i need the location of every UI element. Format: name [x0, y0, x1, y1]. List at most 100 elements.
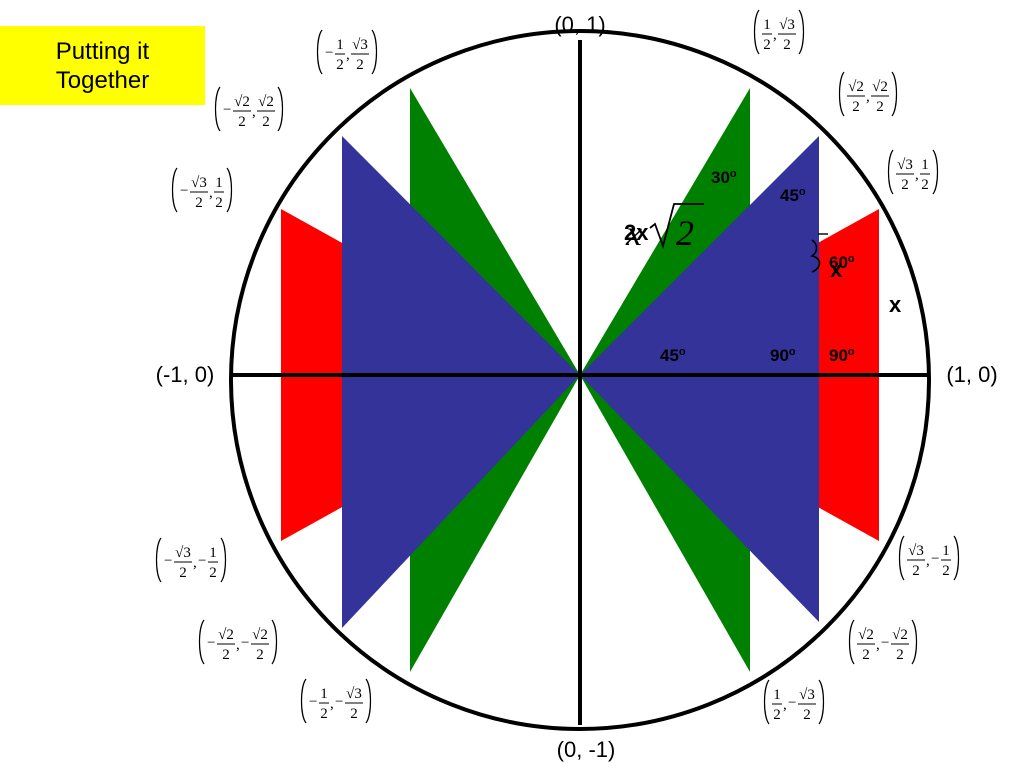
denominator: 2 [256, 647, 264, 663]
denominator: 2 [350, 706, 358, 722]
coordinate-labels: 12,√32√22,√22√32,12−12,√32−√22,√22−√32,1… [155, 9, 960, 725]
sqrt-two-radicand: 2 [676, 213, 694, 253]
comma: , [915, 167, 919, 183]
numerator: 1 [215, 175, 223, 191]
numerator: √3 [897, 157, 913, 173]
numerator: √3 [908, 543, 924, 559]
numerator: 1 [320, 686, 328, 702]
right-paren [277, 86, 284, 132]
left-paren [753, 9, 760, 55]
axis-label-top: (0, 1) [554, 12, 605, 37]
svg-text:45o: 45o [660, 346, 686, 365]
minus-sign: − [309, 694, 317, 710]
numerator: √2 [258, 94, 274, 110]
svg-text:90o: 90o [829, 346, 855, 365]
numerator: √3 [191, 175, 207, 191]
right-paren [271, 619, 278, 665]
numerator: √2 [848, 79, 864, 95]
numerator: 1 [209, 545, 217, 561]
left-paren [898, 535, 905, 581]
denominator: 2 [803, 707, 811, 723]
coordinate-label-q1-30: √32,12 [887, 149, 939, 195]
numerator: √2 [252, 627, 268, 643]
denominator: 2 [209, 565, 217, 581]
minus-sign: − [931, 551, 939, 567]
comma: , [773, 27, 777, 43]
title-line-2: Together [55, 66, 150, 94]
radical-sign [649, 203, 704, 250]
numerator: √3 [175, 545, 191, 561]
coordinate-label-q2-150: −√32,12 [171, 167, 233, 213]
left-paren [887, 149, 894, 195]
numerator: √3 [779, 17, 795, 33]
denominator: 2 [921, 177, 929, 193]
left-paren [300, 678, 307, 724]
left-paren [848, 619, 855, 665]
side-label-x-outer: x [889, 292, 902, 317]
numerator: 1 [942, 543, 950, 559]
minus-sign: − [335, 694, 343, 710]
comma: , [783, 697, 787, 713]
comma: , [252, 104, 256, 120]
left-paren [171, 167, 178, 213]
denominator: 2 [356, 57, 364, 73]
coordinate-label-q2-120: −12,√32 [316, 29, 378, 75]
right-paren [911, 619, 918, 665]
comma: , [209, 185, 213, 201]
left-paren [838, 71, 845, 117]
angle-label-blue-apex: 45o [780, 186, 806, 205]
axis-label-left: (-1, 0) [156, 362, 215, 387]
denominator: 2 [336, 57, 344, 73]
coordinate-label-q4-300: 12,−√32 [763, 679, 825, 725]
numerator: √3 [352, 37, 368, 53]
numerator: 1 [336, 37, 344, 53]
comma: , [193, 555, 197, 571]
comma: , [236, 637, 240, 653]
right-paren [220, 537, 227, 583]
axis-label-right: (1, 0) [946, 362, 997, 387]
minus-sign: − [164, 553, 172, 569]
right-paren [953, 535, 960, 581]
denominator: 2 [195, 195, 203, 211]
numerator: 1 [773, 687, 781, 703]
comma: , [346, 47, 350, 63]
denominator: 2 [901, 177, 909, 193]
svg-text:45o: 45o [780, 186, 806, 205]
side-label-x-inner: x [830, 257, 843, 282]
denominator: 2 [763, 37, 771, 53]
numerator: √2 [872, 79, 888, 95]
minus-sign: − [223, 102, 231, 118]
coordinate-label-q1-60: 12,√32 [753, 9, 805, 55]
right-paren [226, 167, 233, 213]
numerator: 1 [921, 157, 929, 173]
svg-text:30o: 30o [711, 168, 737, 187]
right-paren [365, 678, 372, 724]
numerator: √3 [799, 687, 815, 703]
denominator: 2 [942, 563, 950, 579]
coordinate-label-q3-240: −12,−√32 [300, 678, 372, 724]
left-paren [155, 537, 162, 583]
minus-sign: − [198, 553, 206, 569]
right-paren [798, 9, 805, 55]
comma: , [330, 696, 334, 712]
numerator: √2 [892, 627, 908, 643]
numerator: √3 [346, 686, 362, 702]
svg-text:60o: 60o [829, 253, 855, 272]
side-label-2x: 2x [624, 220, 649, 245]
comma: , [866, 89, 870, 105]
coordinate-label-q4-330: √32,−12 [898, 535, 960, 581]
angle-label-blue-right: 90o [770, 346, 796, 365]
right-paren [371, 29, 378, 75]
minus-sign: − [241, 635, 249, 651]
left-paren [316, 29, 323, 75]
blue-triangles [342, 136, 819, 628]
numerator: 1 [763, 17, 771, 33]
radical-fragment [809, 239, 821, 273]
comma: , [926, 553, 930, 569]
numerator: √2 [218, 627, 234, 643]
denominator: 2 [262, 114, 270, 130]
denominator: 2 [896, 647, 904, 663]
denominator: 2 [852, 99, 860, 115]
denominator: 2 [238, 114, 246, 130]
